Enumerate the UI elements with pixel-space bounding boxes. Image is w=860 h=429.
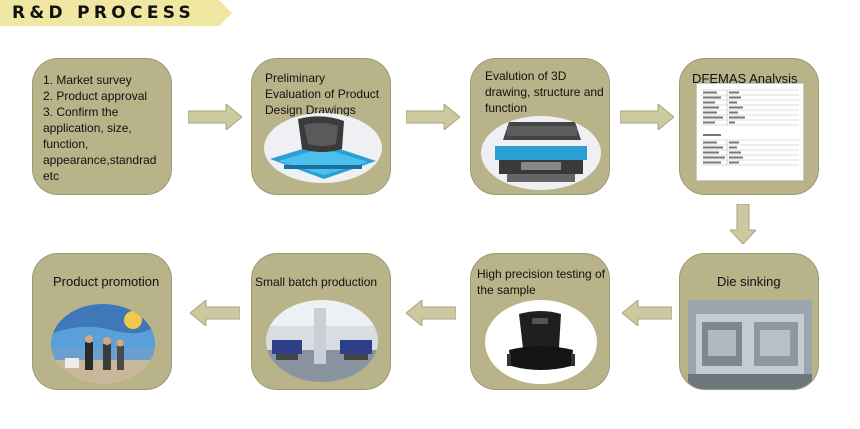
right-arrow-icon [188, 104, 242, 130]
down-arrow-icon [730, 204, 756, 244]
dfemas-analysis-table-image [696, 83, 804, 181]
black-seat-sample-photo-image [485, 300, 597, 384]
page-title: R&D PROCESS [12, 3, 196, 23]
factory-floor-photo-image [266, 300, 378, 382]
left-arrow-icon [622, 300, 672, 326]
trade-show-booth-photo-image [51, 304, 155, 384]
step-card-product-promotion: Product promotion [32, 253, 172, 390]
title-banner: R&D PROCESS [0, 0, 232, 26]
step-text: Die sinking [717, 274, 781, 289]
right-arrow-icon [620, 104, 674, 130]
step-text: High precision testing of the sample [477, 267, 606, 297]
step-card-3d-evaluation: Evalution of 3D drawing, structure and f… [470, 58, 610, 195]
step-text: Preliminary Evaluation of Product Design… [265, 71, 380, 117]
step-text: 1. Market survey 2. Product approval 3. … [43, 73, 157, 183]
step-text: Evalution of 3D drawing, structure and f… [485, 69, 604, 115]
seat-3d-exploded-render-image [481, 116, 601, 190]
right-arrow-icon [406, 104, 460, 130]
step-card-market-survey: 1. Market survey 2. Product approval 3. … [32, 58, 172, 195]
left-arrow-icon [190, 300, 240, 326]
mold-die-photo-image [688, 300, 812, 389]
step-text: Small batch production [255, 275, 378, 289]
step-text: Product promotion [53, 274, 160, 289]
step-card-design-drawings: Preliminary Evaluation of Product Design… [251, 58, 391, 195]
seat-cad-render-image [264, 113, 382, 183]
step-card-die-sinking: Die sinking [679, 253, 819, 390]
step-card-sample-testing: High precision testing of the sample [470, 253, 610, 390]
step-card-dfemas-analysis: DFEMAS Analysis [679, 58, 819, 195]
left-arrow-icon [406, 300, 456, 326]
step-text: DFEMAS Analysis [692, 71, 798, 86]
step-card-small-batch-production: Small batch production [251, 253, 391, 390]
